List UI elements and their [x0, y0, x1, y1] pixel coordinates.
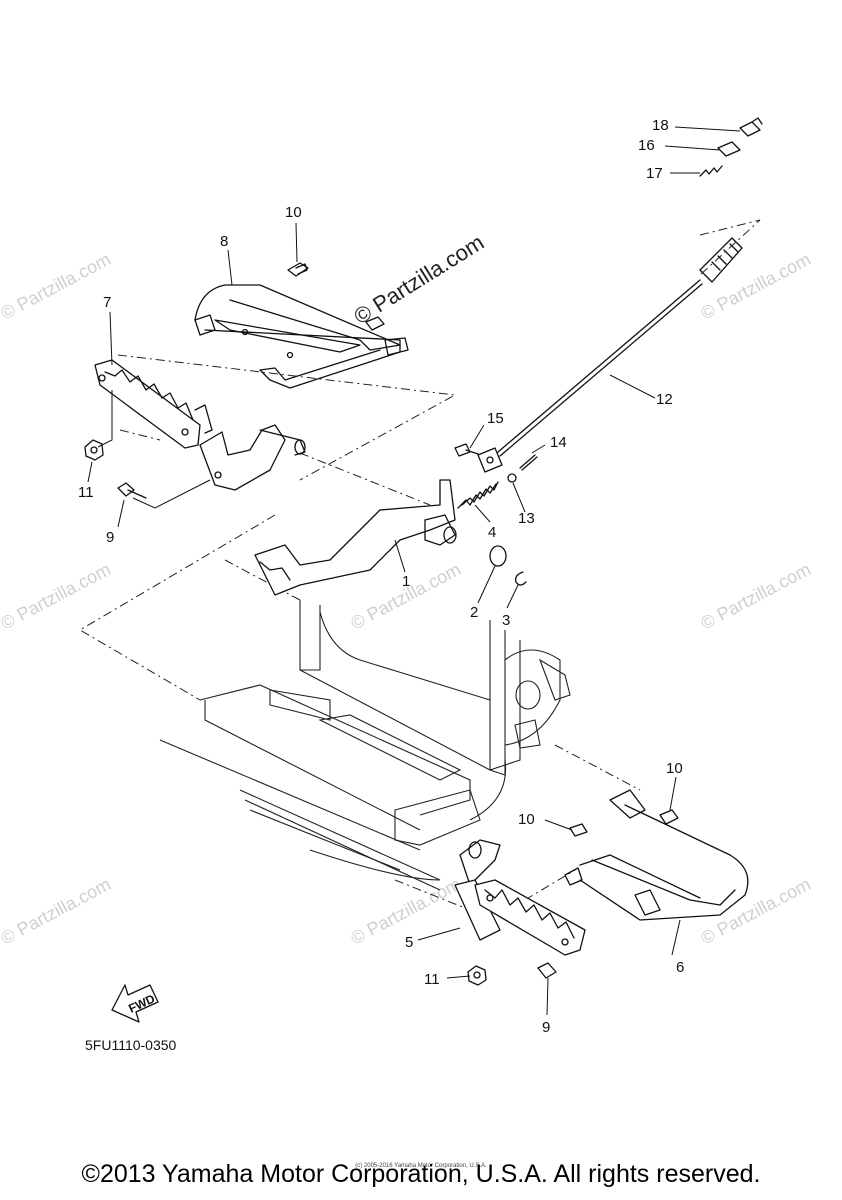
- bolt-icon: [569, 823, 588, 837]
- watermark-text: © Partzilla.com: [697, 249, 813, 324]
- callout-5: 5: [405, 934, 413, 951]
- part-footrest-plate: [199, 424, 306, 491]
- leader-lines: [87, 126, 741, 1016]
- part-brake-rod-12: [497, 237, 743, 457]
- callout-10: 10: [666, 760, 683, 777]
- callout-10: 10: [285, 204, 302, 221]
- cotter-pin-icon: [519, 454, 538, 471]
- callout-12: 12: [656, 391, 673, 408]
- part-footrest-right-5: [454, 839, 586, 956]
- part-adjust-nut-16: [717, 141, 741, 157]
- watermark-text: © Partzilla.com: [0, 559, 114, 634]
- callout-13: 13: [518, 510, 535, 527]
- callout-1: 1: [402, 573, 410, 590]
- washer-icon: [489, 545, 507, 567]
- callout-10: 10: [518, 811, 535, 828]
- callout-3: 3: [502, 612, 510, 629]
- bolt-icon: [287, 262, 309, 277]
- vehicle-frame: [159, 600, 571, 891]
- forward-arrow-icon: FWD: [111, 984, 159, 1023]
- projection-lines: [79, 219, 761, 911]
- callout-15: 15: [487, 410, 504, 427]
- callout-18: 18: [652, 117, 669, 134]
- callout-11: 11: [78, 484, 94, 501]
- copyright-notice: ©2013 Yamaha Motor Corporation, U.S.A. A…: [81, 1160, 761, 1188]
- part-right-bracket-6: [564, 789, 749, 921]
- bolt-icon: [537, 962, 557, 979]
- callout-8: 8: [220, 233, 228, 250]
- callout-labels: 18 16 17 10 8 7 11 9 12 15 14 13 4 1 2 3…: [78, 117, 684, 1036]
- part-spring-4: [457, 481, 499, 509]
- diagram-code: 5FU1110-0350: [85, 1037, 177, 1053]
- callout-9: 9: [542, 1019, 550, 1036]
- washer-icon: [507, 473, 517, 483]
- part-brake-pedal-1: [254, 479, 457, 596]
- callout-11: 11: [424, 971, 440, 988]
- callout-16: 16: [638, 137, 655, 154]
- callout-2: 2: [470, 604, 478, 621]
- callout-6: 6: [676, 959, 684, 976]
- callout-4: 4: [488, 524, 496, 541]
- copyright-small: (c) 2005-2016 Yamaha Motor Corporation, …: [355, 1163, 487, 1169]
- part-wing-nut-18: [739, 117, 763, 137]
- part-clevis-15: [454, 443, 503, 473]
- bolt-icon: [365, 316, 385, 331]
- watermark-text-main: © Partzilla.com: [349, 229, 488, 329]
- watermark-text: © Partzilla.com: [0, 874, 114, 949]
- callout-17: 17: [646, 165, 663, 182]
- nut-icon: [467, 965, 487, 986]
- callout-14: 14: [550, 434, 567, 451]
- part-spring-17: [699, 165, 723, 177]
- bolt-icon: [659, 809, 679, 825]
- callout-9: 9: [106, 529, 114, 546]
- part-rear-bracket-8: [194, 284, 409, 389]
- bolt-icon: [117, 482, 147, 499]
- watermark-text: © Partzilla.com: [697, 874, 813, 949]
- watermark-text: © Partzilla.com: [697, 559, 813, 634]
- nut-icon: [84, 439, 104, 461]
- part-footrest-left-7: [94, 359, 213, 449]
- callout-7: 7: [103, 294, 111, 311]
- watermark-text: © Partzilla.com: [0, 249, 114, 324]
- circlip-icon: [515, 571, 527, 586]
